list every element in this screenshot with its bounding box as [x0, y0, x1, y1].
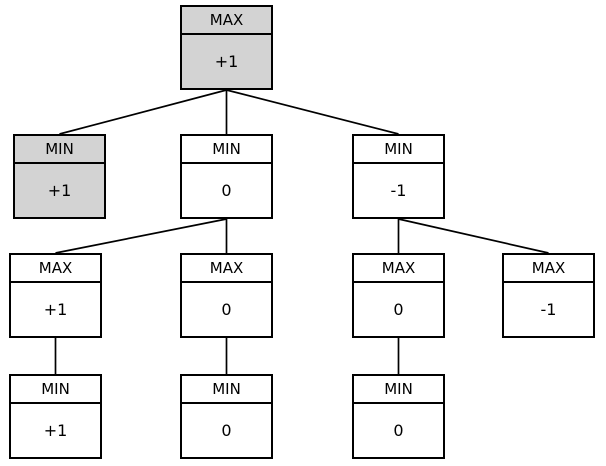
node-type-label: MAX — [11, 255, 100, 283]
node-type-label: MIN — [354, 376, 443, 404]
node-type-label: MIN — [15, 136, 104, 164]
tree-edge — [59, 89, 227, 135]
tree-node-root: MAX +1 — [180, 5, 273, 90]
tree-edge — [55, 218, 227, 254]
node-type-label: MIN — [182, 376, 271, 404]
node-value: +1 — [43, 420, 68, 440]
tree-node: MAX +1 — [9, 253, 102, 338]
node-value: +1 — [214, 51, 239, 71]
node-value: 0 — [221, 299, 232, 319]
tree-node: MIN 0 — [180, 134, 273, 219]
tree-node: MAX -1 — [502, 253, 595, 338]
tree-node: MIN 0 — [352, 374, 445, 459]
node-type-label: MAX — [504, 255, 593, 283]
node-value: 0 — [393, 299, 404, 319]
node-type-label: MAX — [182, 255, 271, 283]
node-type-label: MIN — [182, 136, 271, 164]
node-value: 0 — [221, 180, 232, 200]
node-type-label: MIN — [354, 136, 443, 164]
node-value: 0 — [393, 420, 404, 440]
node-type-label: MAX — [354, 255, 443, 283]
tree-node: MIN +1 — [13, 134, 106, 219]
node-value: 0 — [221, 420, 232, 440]
node-value: -1 — [390, 180, 407, 200]
tree-node: MIN -1 — [352, 134, 445, 219]
tree-node: MIN 0 — [180, 374, 273, 459]
tree-node: MIN +1 — [9, 374, 102, 459]
node-value: +1 — [43, 299, 68, 319]
node-value: -1 — [540, 299, 557, 319]
node-type-label: MIN — [11, 376, 100, 404]
tree-edge — [226, 89, 399, 135]
tree-node: MAX 0 — [180, 253, 273, 338]
node-value: +1 — [47, 180, 72, 200]
tree-edge — [398, 218, 549, 254]
node-type-label: MAX — [182, 7, 271, 35]
tree-node: MAX 0 — [352, 253, 445, 338]
